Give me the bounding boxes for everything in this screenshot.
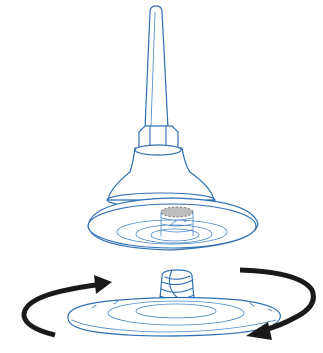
- backing-pad: [88, 198, 258, 250]
- mandrel-shank: [145, 6, 168, 128]
- holder-bell: [107, 145, 215, 207]
- abrasive-disc: [68, 298, 280, 337]
